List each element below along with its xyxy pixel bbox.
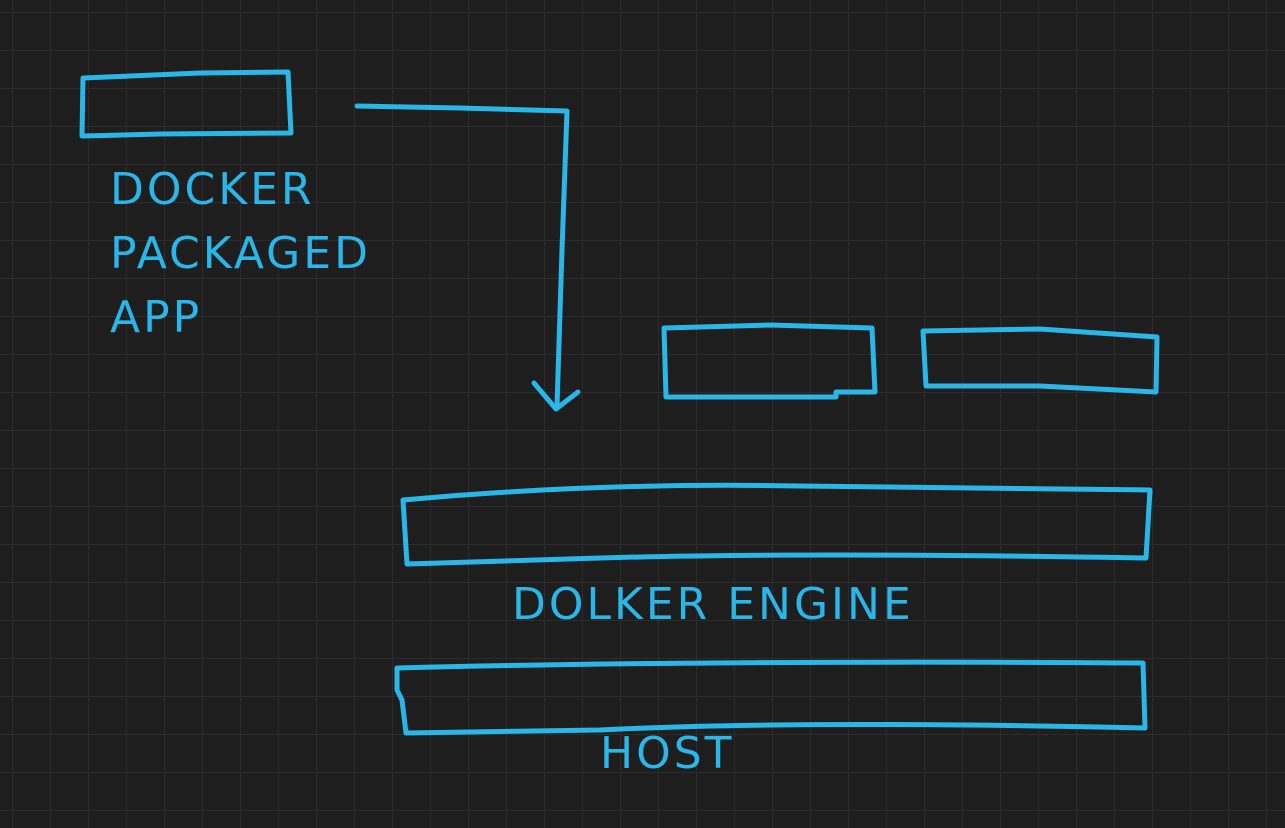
app-label-line-2: PACKAGED: [110, 228, 371, 279]
container-box-1: [661, 322, 878, 400]
deploy-arrow: [354, 103, 570, 409]
deploy-arrowhead: [531, 380, 581, 412]
app-label-line-3: APP: [110, 292, 203, 343]
engine-label: DOLKER ENGINE: [512, 579, 914, 630]
engine-bar: [400, 482, 1153, 567]
host-bar: [394, 659, 1148, 736]
app-label-line-1: DOCKER: [110, 164, 315, 215]
container-box-2: [920, 326, 1160, 395]
app-label: DOCKER PACKAGED APP: [110, 158, 371, 350]
app-box: [79, 69, 294, 139]
host-label: HOST: [600, 728, 735, 779]
